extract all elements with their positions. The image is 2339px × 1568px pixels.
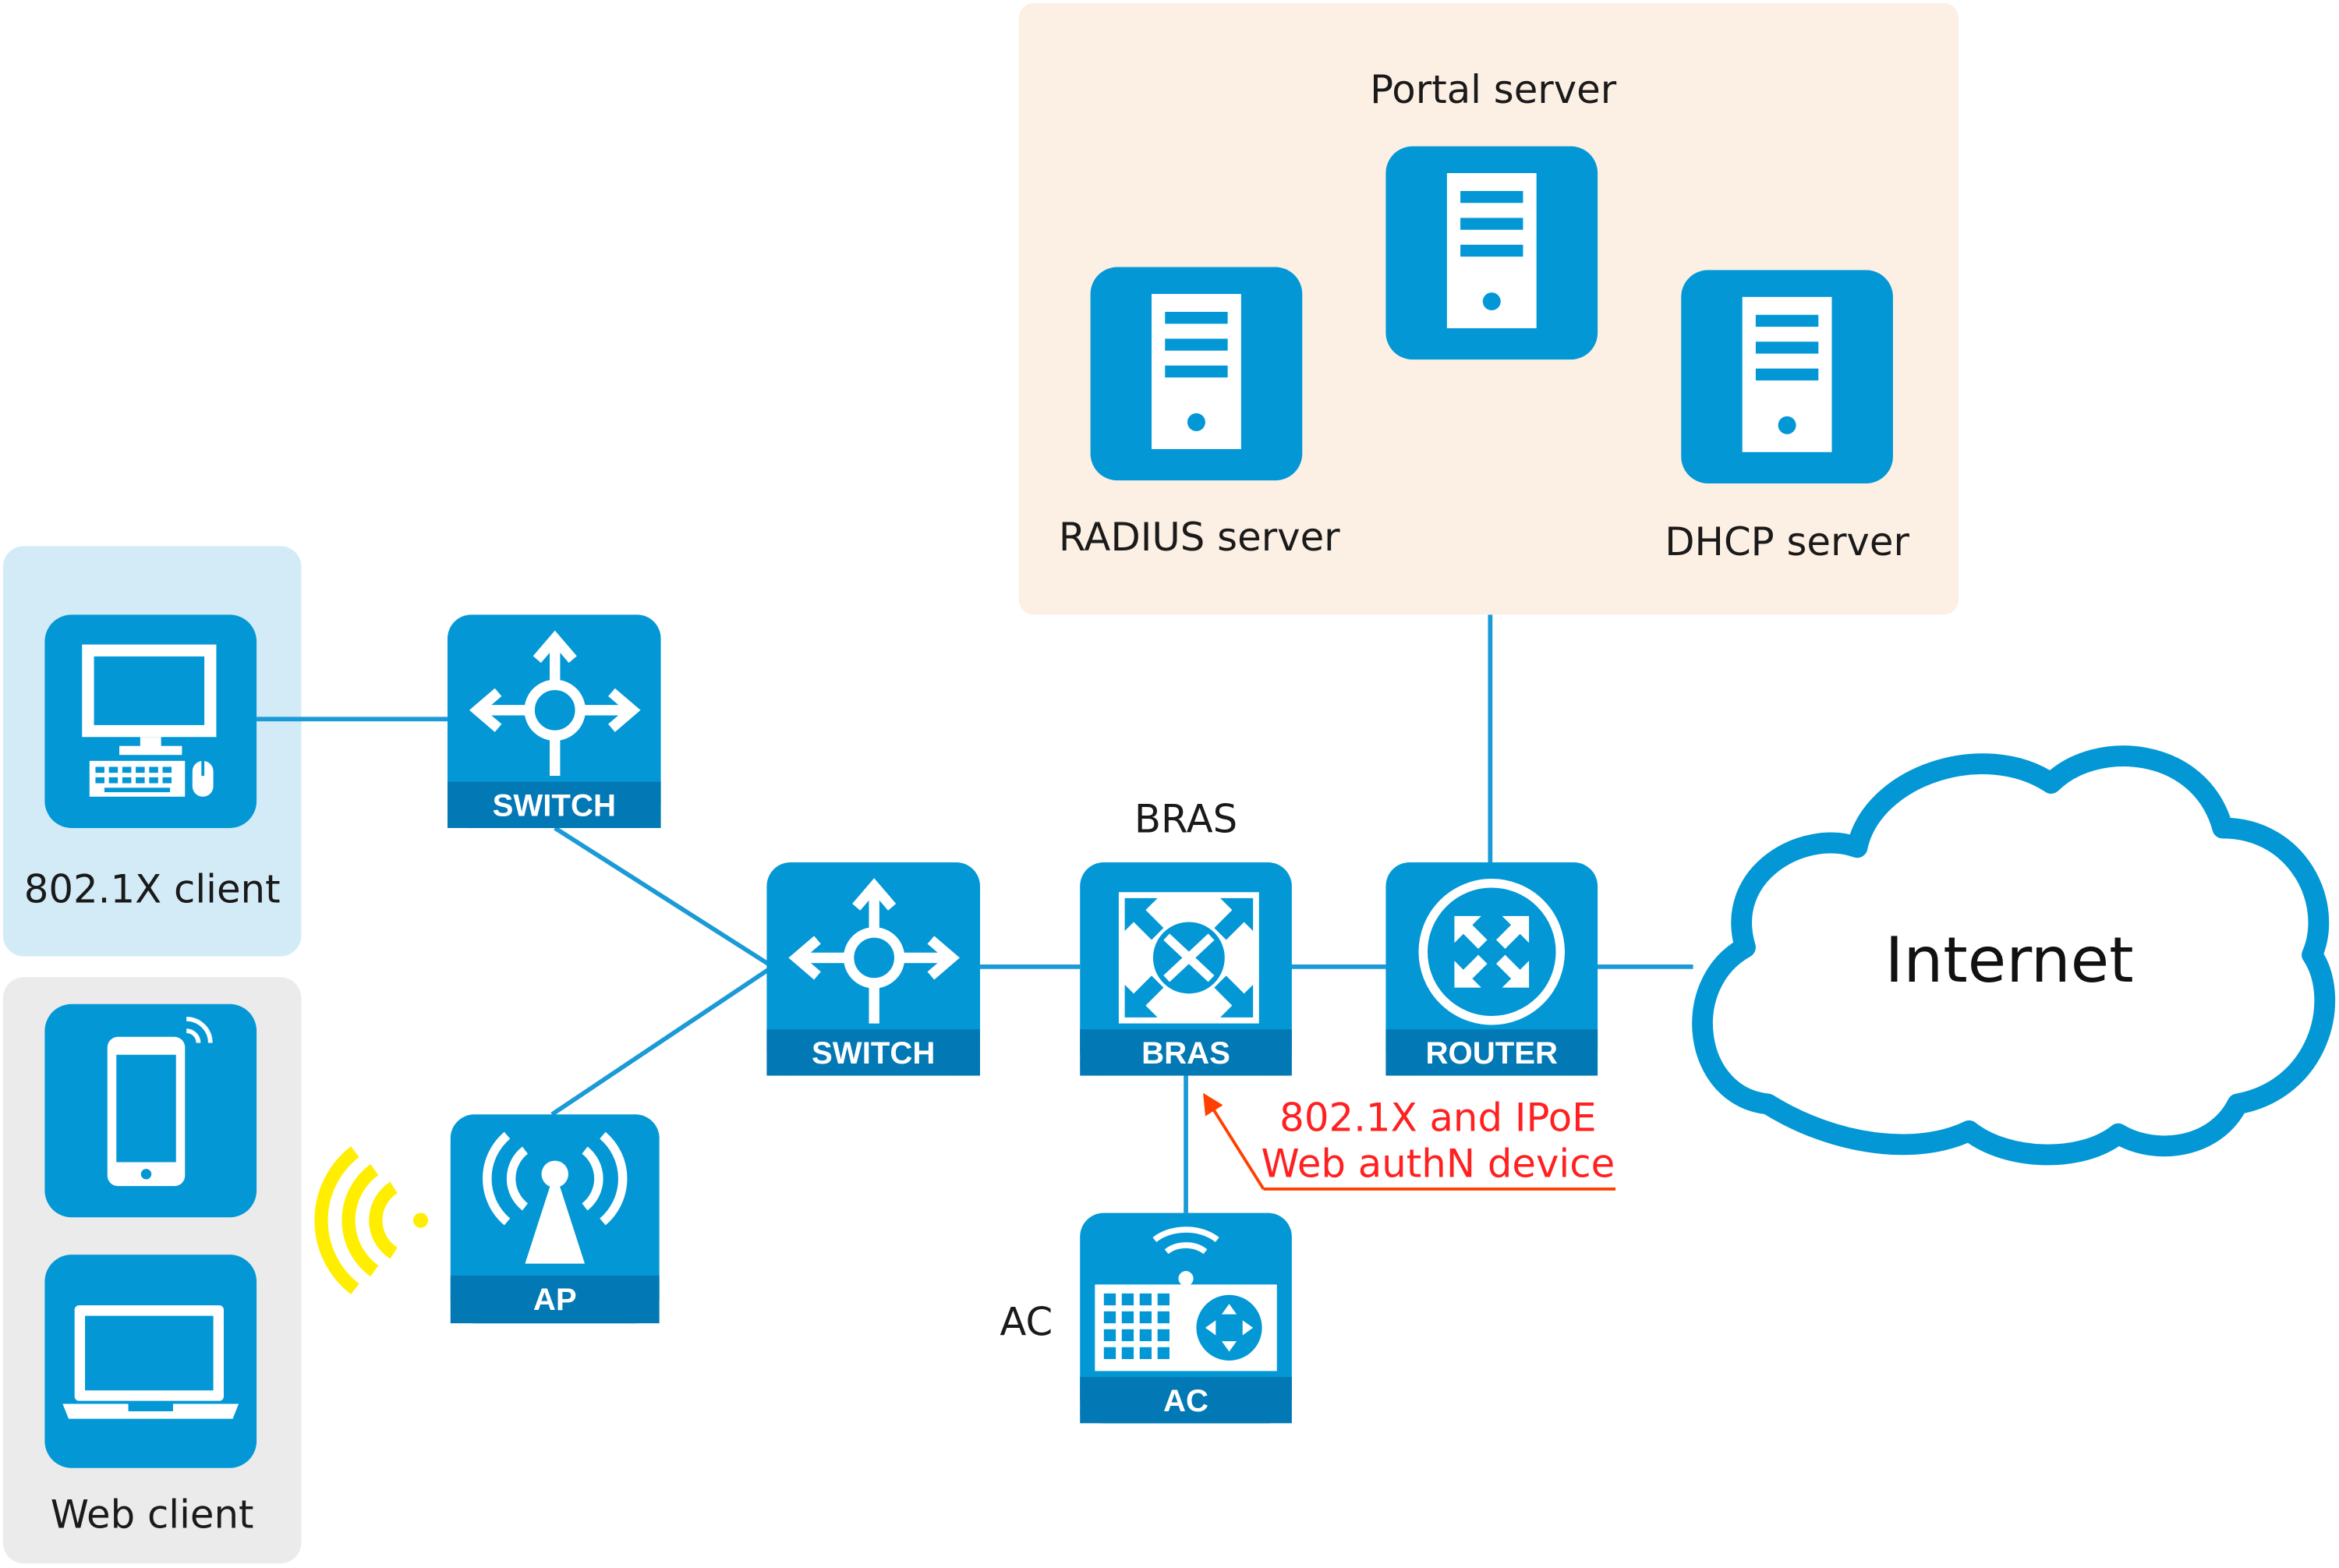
bras-badge: BRAS — [1141, 1035, 1230, 1071]
network-links — [257, 614, 1693, 1213]
aggregation-switch-badge: SWITCH — [812, 1035, 935, 1071]
server-tower-icon — [1446, 173, 1537, 328]
portal-server-label: Portal server — [1370, 67, 1617, 112]
link-ap-switch — [550, 965, 774, 1117]
web-client-laptop — [44, 1255, 257, 1468]
radius-server-label: RADIUS server — [1059, 515, 1340, 560]
cloud-icon — [1692, 745, 2336, 1166]
access-point: AP — [450, 1114, 660, 1324]
bras-icon — [1118, 892, 1259, 1024]
aggregation-switch: SWITCH — [766, 862, 981, 1076]
wifi-signal-icon — [314, 1146, 429, 1294]
desktop-computer-icon — [82, 644, 217, 797]
smartphone-icon — [107, 1016, 213, 1187]
server-tower-icon — [1152, 293, 1241, 449]
dhcp-server — [1681, 270, 1893, 483]
bras-device: BRAS — [1080, 862, 1292, 1076]
web-client-label: Web client — [51, 1492, 254, 1537]
dot1x-client-device — [44, 614, 257, 828]
annotation-arrow — [1203, 1092, 1265, 1190]
internet-cloud: Internet — [1692, 745, 2336, 1166]
dot1x-client-label: 802.1X client — [24, 867, 281, 912]
radius-server — [1090, 267, 1303, 481]
laptop-icon — [62, 1305, 239, 1419]
router-badge: ROUTER — [1425, 1035, 1558, 1071]
annotation-line-1: 802.1X and IPoE — [1279, 1095, 1596, 1140]
dhcp-server-label: DHCP server — [1665, 519, 1909, 565]
router-icon — [1418, 878, 1566, 1025]
router-device: ROUTER — [1385, 862, 1598, 1076]
ac-label: AC — [1000, 1299, 1053, 1344]
annotation-line-2: Web authN device — [1262, 1141, 1615, 1187]
ac-badge: AC — [1163, 1383, 1208, 1418]
internet-label: Internet — [1885, 923, 2134, 996]
web-client-phone — [44, 1003, 257, 1218]
bras-label: BRAS — [1134, 797, 1237, 842]
access-switch: SWITCH — [447, 614, 661, 828]
link-switch-switch — [554, 826, 774, 969]
access-controller-icon — [1095, 1226, 1277, 1372]
portal-server — [1385, 146, 1598, 360]
ac-device: AC — [1080, 1212, 1292, 1424]
server-tower-icon — [1742, 296, 1832, 452]
antenna-icon — [483, 1131, 628, 1264]
access-point-badge: AP — [533, 1282, 577, 1317]
access-switch-badge: SWITCH — [493, 788, 616, 823]
